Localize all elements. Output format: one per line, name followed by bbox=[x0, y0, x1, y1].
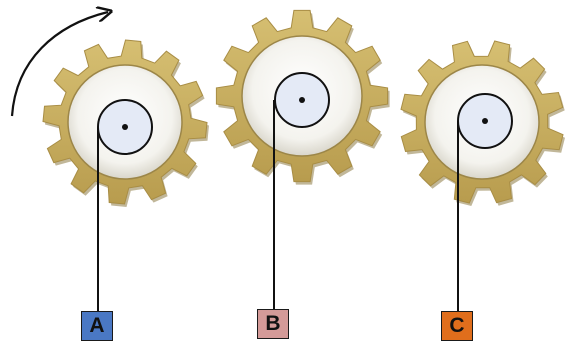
gear-c-label-text: C bbox=[449, 314, 465, 337]
gear-c-label: C bbox=[441, 311, 473, 341]
gear-b-axle-dot bbox=[299, 97, 305, 103]
gear-c-axle-dot bbox=[482, 118, 488, 124]
gear-a-axle-dot bbox=[122, 124, 128, 130]
rotation-arrow-icon bbox=[10, 12, 108, 117]
gear-a-label: A bbox=[81, 311, 113, 341]
gear-b-label-text: B bbox=[265, 312, 281, 335]
gear-b-label: B bbox=[257, 309, 289, 339]
gear-a-label-text: A bbox=[89, 314, 105, 337]
